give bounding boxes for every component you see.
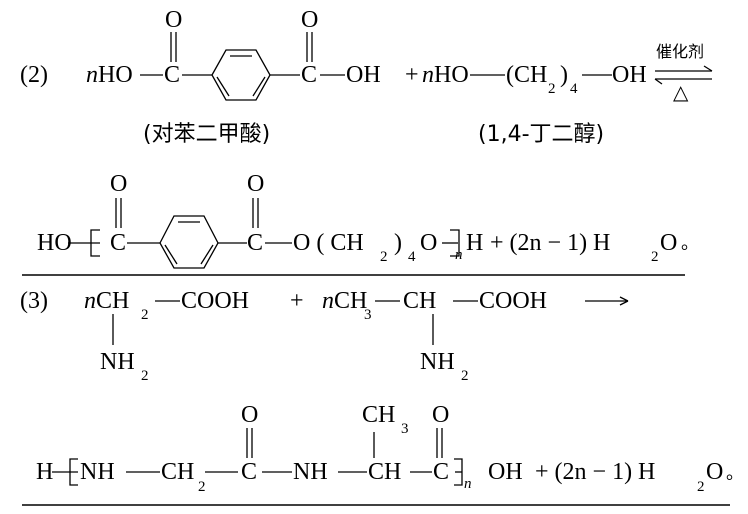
subscript: 4 [408,249,416,265]
repeat-n: n [455,247,463,263]
subscript: 2 [651,249,659,265]
subscript: 2 [461,368,469,384]
compound-name-butanediol: (1,4-丁二醇) [478,122,605,147]
coefficient-n: n [86,62,98,88]
hydroxyl: OH [612,62,647,88]
period: 。 [726,463,744,483]
methine: CH [368,459,402,485]
subscript: 3 [364,307,372,323]
subscript: 2 [697,479,705,495]
carbonyl-oxygen: O [432,402,450,428]
carbonyl-carbon: C [164,62,181,88]
carbonyl-oxygen: O [165,7,183,33]
methine: CH [403,288,437,314]
carbonyl-carbon: C [110,230,127,256]
amino-group: NH [420,349,455,375]
ch-text: CH [334,288,368,314]
hydrogen: H [36,459,54,485]
amino-group: NH [100,349,135,375]
paren: ) [394,230,402,256]
plus-sign: + [405,62,419,88]
hydroxyl: OH [488,459,523,485]
water-term: + (2n − 1) H [535,459,656,485]
coefficient-n: n [84,288,96,314]
ester-oxygen-chain: O ( CH [293,230,364,256]
hydroxyl: HO [434,62,469,88]
carbonyl-carbon: C [247,230,264,256]
carbonyl-oxygen: O [241,402,259,428]
subscript: 4 [570,81,578,97]
period: 。 [681,233,699,253]
carbonyl-carbon: C [301,62,318,88]
alanine-ch3: nCH [322,289,367,313]
paren: ) [560,62,568,88]
oxygen: O [420,230,438,256]
catalyst-label: 催化剂 [656,42,705,61]
equation-number: (3) [20,288,48,314]
subscript: 2 [141,368,149,384]
hydroxyl: HO [37,230,72,256]
coefficient-n: n [422,62,434,88]
carbonyl-oxygen: O [301,7,319,33]
ch-text: CH [96,288,130,314]
amide-nh: NH [293,459,328,485]
subscript: 2 [548,81,556,97]
subscript: 3 [401,421,409,437]
methylene: CH [161,459,195,485]
compound-name-terephthalic-acid: (对苯二甲酸) [143,122,271,147]
methyl: CH [362,402,396,428]
heat-symbol: △ [673,82,689,104]
hydroxyl: HO [98,62,133,88]
subscript: 2 [380,249,388,265]
hydrogen: H [466,230,484,256]
amide-nh: NH [80,459,115,485]
reactant-1: nHO [86,63,133,87]
plus-sign: + [290,288,304,314]
hydroxyl: OH [346,62,381,88]
repeat-n: n [464,476,472,492]
reactant-2: nHO [422,63,469,87]
oxygen: O [660,230,678,256]
methylene-group: (CH [506,62,548,88]
coefficient-n: n [322,288,334,314]
equation-number: (2) [20,62,48,88]
carbonyl-oxygen: O [247,171,265,197]
oxygen: O [706,459,724,485]
water-term: + (2n − 1) H [490,230,611,256]
benzene-ring-2 [159,215,219,269]
benzene-ring-1 [211,49,271,101]
carboxyl: COOH [479,288,548,314]
carbonyl-oxygen: O [110,171,128,197]
subscript: 2 [141,307,149,323]
subscript: 2 [198,479,206,495]
glycine-ch2: nCH [84,289,129,313]
carbonyl-carbon: C [433,459,450,485]
carboxyl: COOH [181,288,250,314]
carbonyl-carbon: C [241,459,258,485]
